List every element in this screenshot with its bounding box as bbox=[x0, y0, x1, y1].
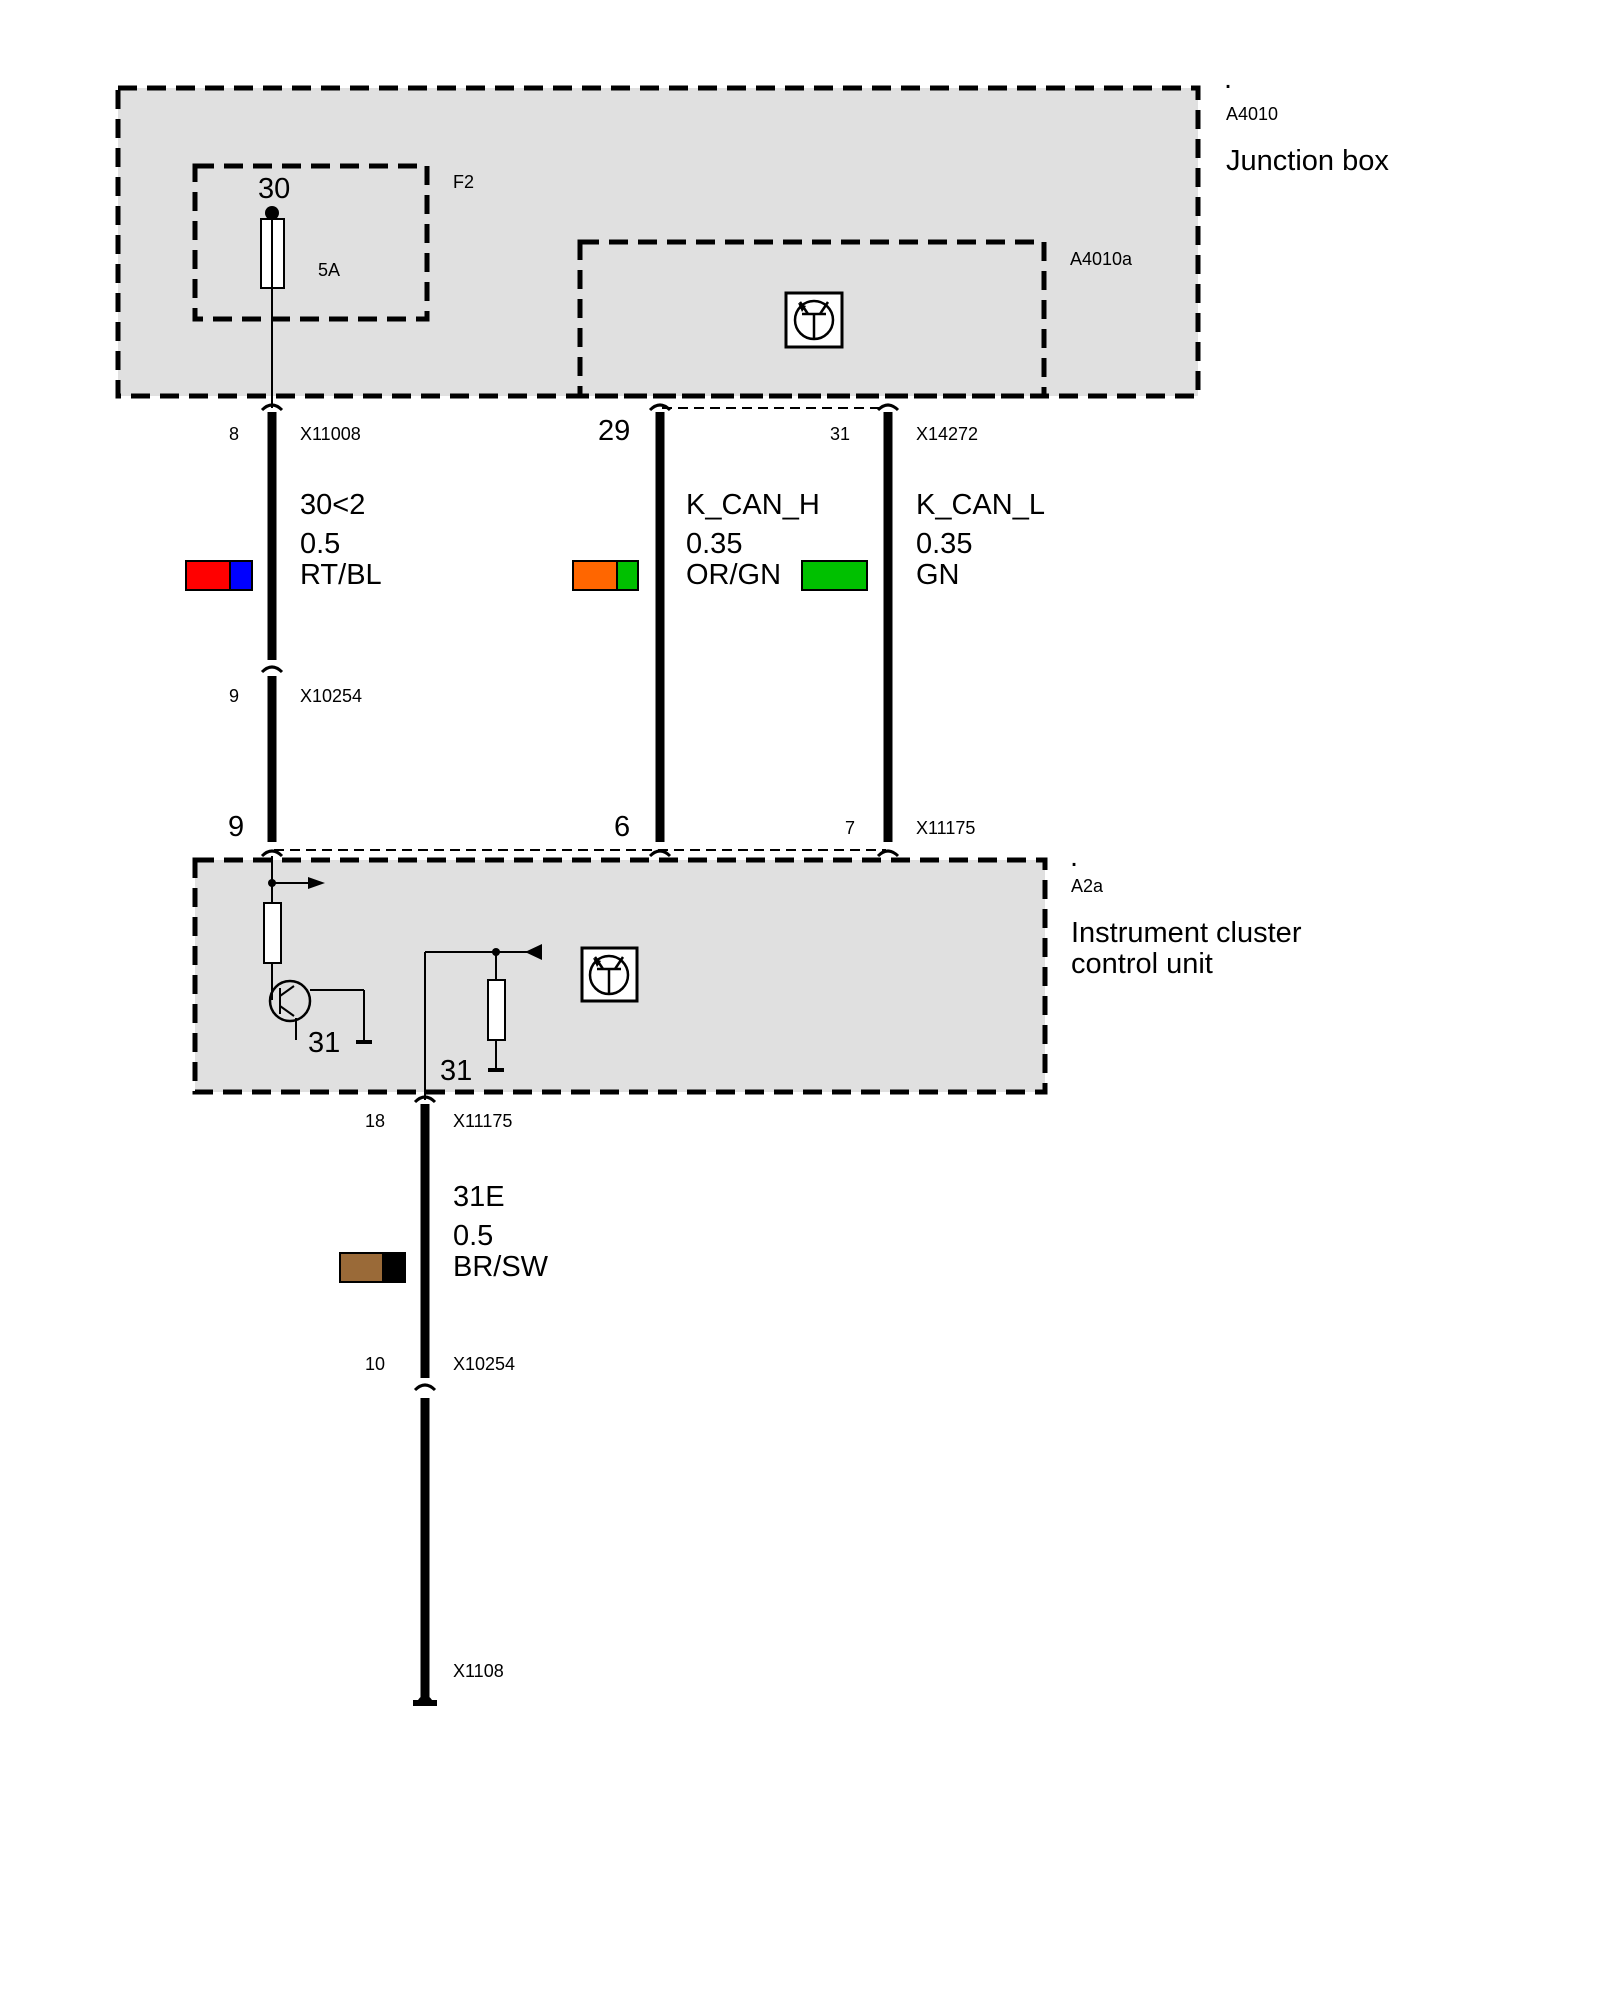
wire-can-l-bottom-connector: X11175 bbox=[916, 818, 975, 838]
instrument-cluster: . A2a Instrument cluster control unit 31 bbox=[192, 841, 1302, 1100]
connector-x11175-pin-6 bbox=[648, 849, 672, 858]
transistor-icon bbox=[268, 979, 312, 1023]
wire-ground-mid-connector: X10254 bbox=[453, 1354, 515, 1374]
wire-can-l-signal: K_CAN_L bbox=[916, 489, 1045, 521]
transistor-symbol-icon bbox=[784, 291, 844, 349]
instrument-cluster-name-line2: control unit bbox=[1071, 948, 1213, 980]
wire-can-l-color-code: GN bbox=[916, 559, 960, 591]
wire-power-bottom-pin: 9 bbox=[228, 811, 244, 843]
junction-module-id: A4010a bbox=[1070, 249, 1133, 269]
wire-ground-color-code: BR/SW bbox=[453, 1251, 549, 1283]
wire-can-h: 29 K_CAN_H 0.35 OR/GN 6 bbox=[572, 403, 820, 858]
wire-ground: 18 X11175 31E 0.5 BR/SW 10 X10254 X1108 bbox=[339, 1095, 549, 1706]
cluster-output-circuit: 31 bbox=[424, 944, 639, 1100]
wire-power-top-connector: X11008 bbox=[300, 424, 361, 444]
wire-power-mid-connector: X10254 bbox=[300, 686, 362, 706]
wire-can-h-size: 0.35 bbox=[686, 528, 742, 560]
fuse-housing bbox=[192, 163, 430, 322]
cluster-ground-left-label: 31 bbox=[308, 1027, 340, 1059]
connector-x11175-pin-18 bbox=[413, 1095, 437, 1104]
wire-power-mid-pin: 9 bbox=[229, 686, 239, 706]
wire-ground-size: 0.5 bbox=[453, 1220, 493, 1252]
fuse-id: F2 bbox=[453, 172, 474, 192]
wire-power: 8 X11008 30<2 0.5 RT/BL 9 X10254 9 bbox=[185, 403, 382, 858]
instrument-cluster-id: A2a bbox=[1071, 876, 1104, 896]
fuse-rating: 5A bbox=[318, 260, 340, 280]
junction-box-dot: . bbox=[1224, 63, 1232, 95]
wire-power-signal: 30<2 bbox=[300, 489, 365, 521]
cluster-input-circuit: 31 bbox=[263, 856, 372, 1059]
wire-can-h-top-pin: 29 bbox=[598, 415, 630, 447]
wire-power-size: 0.5 bbox=[300, 528, 340, 560]
wire-ground-color-swatch bbox=[339, 1252, 406, 1283]
connector-x14272-pin-31 bbox=[876, 403, 900, 412]
wire-can-l-top-pin: 31 bbox=[830, 424, 850, 444]
wire-can-h-signal: K_CAN_H bbox=[686, 489, 820, 521]
instrument-cluster-dot: . bbox=[1070, 841, 1078, 873]
wire-can-l-bottom-pin: 7 bbox=[845, 818, 855, 838]
connector-x11175-pin-9 bbox=[260, 849, 284, 858]
transistor-symbol-icon bbox=[580, 946, 639, 1003]
resistor-icon bbox=[487, 979, 506, 1041]
cluster-ground-right-label: 31 bbox=[440, 1055, 472, 1087]
connector-x10254-pin bbox=[260, 665, 284, 674]
wire-power-color-swatch bbox=[185, 560, 253, 591]
fuse-terminal: 30 bbox=[258, 173, 290, 205]
wire-ground-end-connector: X1108 bbox=[453, 1661, 504, 1681]
connector-x11175-pin-7 bbox=[876, 849, 900, 858]
wire-ground-signal: 31E bbox=[453, 1181, 505, 1213]
connector-x10254-pin-10 bbox=[413, 1383, 437, 1392]
wire-power-top-pin: 8 bbox=[229, 424, 239, 444]
wire-ground-top-pin: 18 bbox=[365, 1111, 385, 1131]
wire-can-l: 31 X14272 K_CAN_L 0.35 GN 7 X11175 bbox=[801, 403, 1045, 858]
arrow-left-icon bbox=[525, 944, 542, 960]
junction-module-outline bbox=[577, 239, 1047, 399]
connector-x11008-pin bbox=[260, 403, 284, 412]
arrow-right-icon bbox=[308, 877, 325, 889]
junction-box-name: Junction box bbox=[1226, 145, 1389, 177]
wire-can-l-top-connector: X14272 bbox=[916, 424, 978, 444]
wire-ground-mid-pin: 10 bbox=[365, 1354, 385, 1374]
junction-module: A4010a bbox=[577, 239, 1133, 399]
wire-can-h-color-code: OR/GN bbox=[686, 559, 781, 591]
wire-can-l-color-swatch bbox=[801, 560, 868, 591]
fuse-f2: F2 30 5A bbox=[192, 163, 474, 408]
junction-box: . A4010 Junction box F2 30 5A A4010a bbox=[115, 63, 1389, 408]
junction-box-id: A4010 bbox=[1226, 104, 1278, 124]
wire-ground-top-connector: X11175 bbox=[453, 1111, 512, 1131]
wire-can-l-size: 0.35 bbox=[916, 528, 972, 560]
instrument-cluster-name-line1: Instrument cluster bbox=[1071, 917, 1302, 949]
wire-power-color-code: RT/BL bbox=[300, 559, 382, 591]
wire-can-h-color-swatch bbox=[572, 560, 639, 591]
can-shield bbox=[274, 407, 886, 851]
wire-can-h-bottom-pin: 6 bbox=[614, 811, 630, 843]
resistor-icon bbox=[263, 902, 282, 964]
